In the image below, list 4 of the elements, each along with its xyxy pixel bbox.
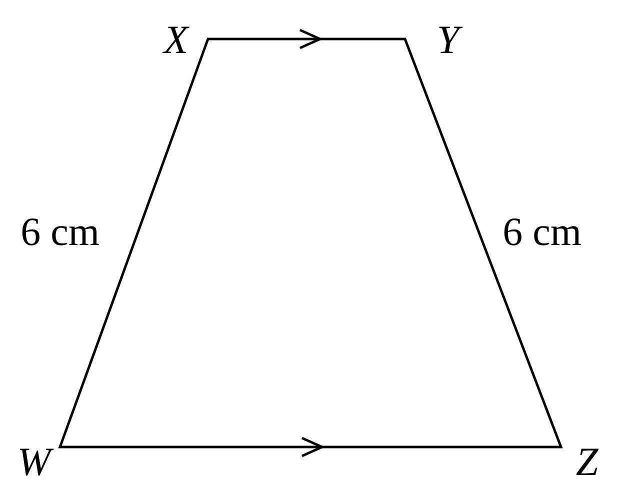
side-length-label: 6 cm bbox=[502, 212, 582, 252]
vertex-label: X bbox=[164, 20, 188, 60]
vertex-label: Z bbox=[576, 442, 598, 482]
side-length-label: 6 cm bbox=[20, 212, 100, 252]
